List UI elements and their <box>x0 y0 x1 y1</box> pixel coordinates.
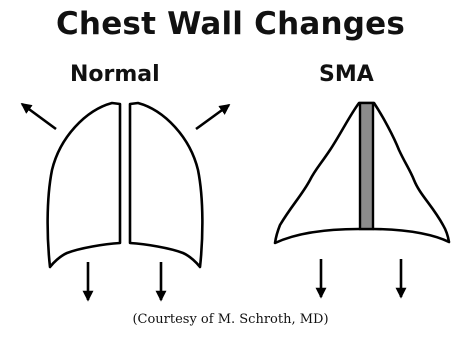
arrow-up-right-icon <box>196 105 229 129</box>
sma-spine <box>360 103 373 229</box>
normal-left-lung <box>48 103 120 267</box>
image-credit: (Courtesy of M. Schroth, MD) <box>0 312 461 327</box>
arrow-up-left-icon <box>22 104 56 129</box>
normal-right-lung <box>130 103 202 267</box>
